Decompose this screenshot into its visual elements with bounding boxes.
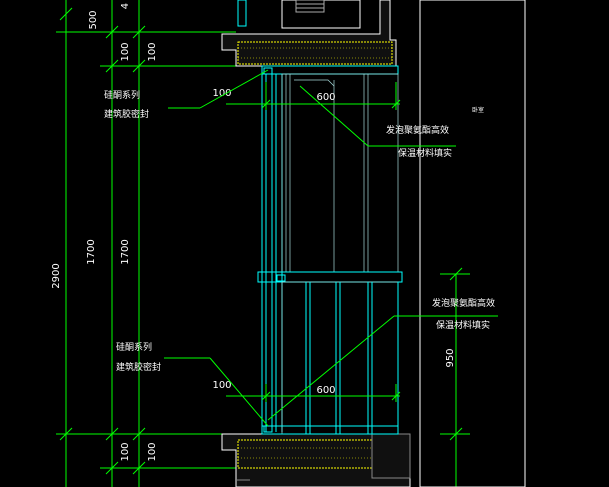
- note-lower-right-line1: 发泡聚氨酯高效: [432, 297, 495, 309]
- dim-500: 500: [88, 10, 99, 29]
- right-dimension-chain: [440, 0, 526, 487]
- dim-bottom-offset: 100: [212, 380, 231, 391]
- dim-1700-inner: 1700: [120, 239, 131, 264]
- note-lower-left-line1: 硅酮系列: [116, 341, 152, 353]
- note-upper-right-line1: 发泡聚氨酯高效: [386, 124, 449, 136]
- dim-100-bottom-inner: 100: [147, 442, 158, 461]
- dim-1700-outer: 1700: [86, 239, 97, 264]
- note-upper-left-line2: 建筑胶密封: [104, 108, 149, 120]
- dim-bottom-width: 600: [316, 385, 335, 396]
- note-upper-right-line2: 保温材料填实: [398, 147, 452, 159]
- dim-top-offset: 100: [212, 88, 231, 99]
- horizontal-dimensions: [226, 82, 401, 402]
- note-lower-right-line2: 保温材料填实: [436, 319, 490, 331]
- dim-top-second: 4: [120, 3, 131, 9]
- dim-100-top-inner: 100: [147, 42, 158, 61]
- note-lower-left-line2: 建筑胶密封: [116, 361, 161, 373]
- dim-2900: 2900: [51, 263, 62, 288]
- dim-100-top-outer: 100: [120, 42, 131, 61]
- note-upper-left-line1: 硅酮系列: [104, 89, 140, 101]
- left-dimension-chains: [56, 0, 236, 487]
- building-structure: [221, 0, 526, 487]
- dim-top-width: 600: [316, 92, 335, 103]
- leader-lines: [164, 69, 498, 427]
- dim-950: 950: [445, 348, 456, 367]
- room-label: 卧室: [472, 106, 484, 114]
- window-frame-assembly: [257, 65, 403, 435]
- dim-100-bottom-outer: 100: [120, 442, 131, 461]
